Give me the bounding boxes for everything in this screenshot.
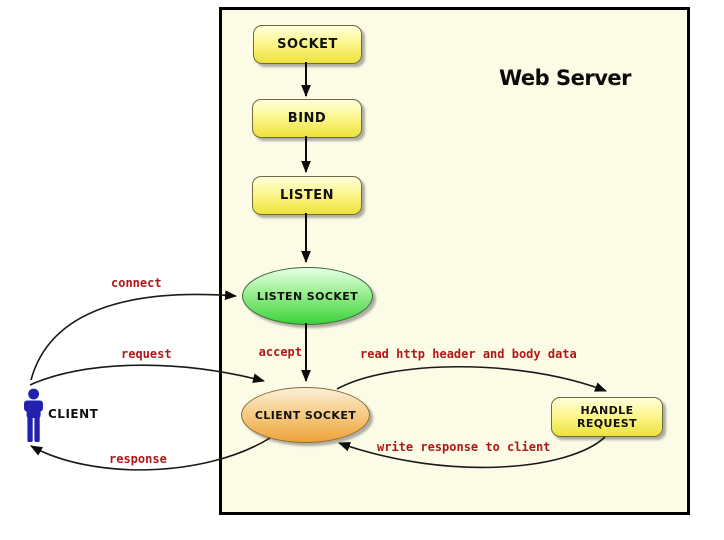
node-client-socket: CLIENT SOCKET — [241, 387, 370, 443]
node-listen-socket-label: LISTEN SOCKET — [256, 289, 359, 303]
edge-label-read-http: read http header and body data — [360, 347, 577, 361]
node-socket-label: SOCKET — [277, 37, 338, 52]
node-handle-request: HANDLE REQUEST — [551, 397, 663, 437]
client-person-icon — [24, 388, 43, 442]
node-handle-request-label: HANDLE REQUEST — [576, 404, 637, 430]
edge-label-request: request — [121, 347, 172, 361]
node-listen: LISTEN — [252, 176, 362, 215]
node-bind: BIND — [252, 99, 362, 138]
edge-label-accept: accept — [258, 345, 302, 359]
node-client-socket-label: CLIENT SOCKET — [254, 408, 357, 422]
node-socket: SOCKET — [253, 25, 362, 64]
diagram-title: Web Server — [498, 66, 632, 90]
node-listen-label: LISTEN — [279, 188, 335, 203]
node-listen-socket: LISTEN SOCKET — [242, 267, 373, 325]
arrow-connect — [30, 290, 237, 381]
client-label: CLIENT — [48, 407, 99, 421]
edge-label-write-response: write response to client — [377, 440, 551, 454]
edge-label-connect: connect — [111, 276, 162, 290]
edge-label-response: response — [109, 452, 167, 466]
node-bind-label: BIND — [287, 111, 327, 126]
